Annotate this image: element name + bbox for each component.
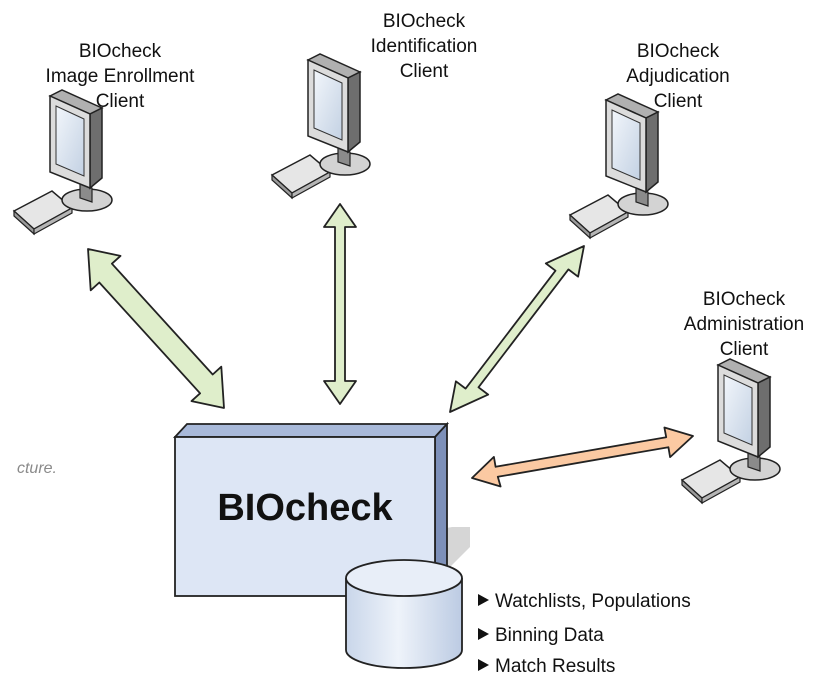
- svg-text:Image Enrollment: Image Enrollment: [46, 66, 196, 87]
- database-icon: [345, 559, 463, 669]
- bullet-triangle-icon: [478, 594, 489, 606]
- arrow-adjudication: [449, 245, 585, 413]
- svg-text:BIOcheck: BIOcheck: [703, 289, 786, 310]
- server-label: BIOcheck: [217, 487, 393, 529]
- caption-fragment: cture.: [17, 460, 57, 477]
- svg-text:Client: Client: [400, 61, 449, 82]
- client-label-identification: BIOcheck Identification Client: [371, 11, 478, 82]
- arrow-administration: [471, 426, 694, 488]
- arrow-identification: [323, 203, 357, 405]
- svg-text:Administration: Administration: [684, 314, 804, 335]
- svg-text:BIOcheck: BIOcheck: [637, 41, 720, 62]
- list-item: Watchlists, Populations: [495, 591, 691, 612]
- svg-text:Identification: Identification: [371, 36, 478, 57]
- computer-icon-adjudication: [569, 93, 669, 239]
- computer-icon-administration: [681, 358, 781, 504]
- computer-icon-identification: [271, 53, 371, 199]
- client-label-adjudication: BIOcheck Adjudication Client: [626, 41, 730, 112]
- list-item: Match Results: [495, 656, 615, 677]
- list-item: Binning Data: [495, 625, 604, 646]
- bullet-triangle-icon: [478, 628, 489, 640]
- client-label-administration: BIOcheck Administration Client: [684, 289, 804, 360]
- client-label-enrollment: BIOcheck Image Enrollment Client: [46, 41, 196, 112]
- bullet-triangle-icon: [478, 659, 489, 671]
- arrow-enrollment: [87, 248, 225, 409]
- svg-text:Adjudication: Adjudication: [626, 66, 730, 87]
- svg-text:BIOcheck: BIOcheck: [79, 41, 162, 62]
- database-contents-list: Watchlists, Populations Binning Data Mat…: [478, 591, 691, 677]
- svg-text:BIOcheck: BIOcheck: [383, 11, 466, 32]
- svg-text:Client: Client: [96, 91, 145, 112]
- svg-text:Client: Client: [654, 91, 703, 112]
- svg-text:Client: Client: [720, 339, 769, 360]
